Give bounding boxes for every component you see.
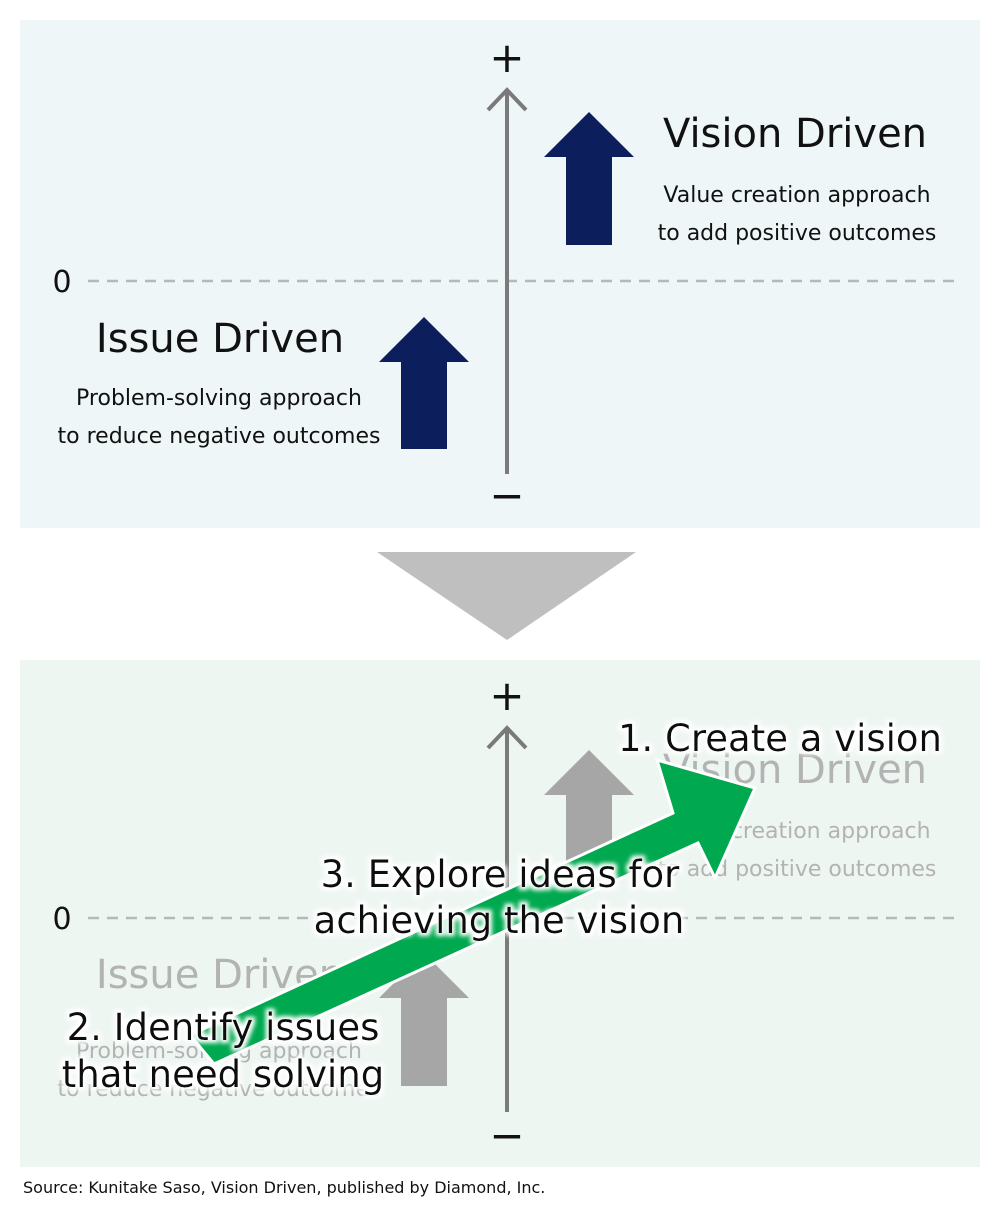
issue-up-arrow-icon [379,317,469,449]
bottom-diagram: + − 0 Vision Driven Value creation appro… [52,671,955,1160]
issue-driven-line2-faded: to reduce negative outcomes [58,1077,381,1102]
down-triangle-icon [377,552,636,640]
vision-driven-line1: Value creation approach [663,183,930,208]
issue-driven-title: Issue Driven [96,316,344,362]
top-diagram-panel [20,20,980,528]
step2-label-line2: that need solving [62,1053,384,1096]
source-caption: Source: Kunitake Saso, Vision Driven, pu… [23,1178,546,1197]
axis-plus-label: + [489,671,524,720]
top-diagram: + − 0 Vision Driven Value creation appro… [52,33,955,520]
zero-label: 0 [52,265,71,300]
axis-minus-label: − [489,471,524,520]
axis-arrowhead-icon [486,87,528,112]
zero-label: 0 [52,902,71,937]
issue-driven-line2: to reduce negative outcomes [58,424,381,449]
vision-up-arrow-icon [544,112,634,245]
vision-driven-line2: to add positive outcomes [658,221,937,246]
vision-driven-title: Vision Driven [663,111,927,157]
issue-up-arrow-faded-icon [379,953,469,1086]
issue-driven-line1: Problem-solving approach [76,386,362,411]
step1-label: 1. Create a vision [618,717,942,760]
axis-minus-label: − [489,1111,524,1160]
axis-arrowhead-icon [486,725,528,750]
step3-label-line1: 3. Explore ideas for [321,853,681,896]
step3-label-line2: achieving the vision [314,899,685,942]
vision-driven-line2-faded: to add positive outcomes [658,857,937,882]
axis-plus-label: + [489,33,524,82]
step2-label-line1: 2. Identify issues [67,1006,380,1049]
green-diagonal-arrow-icon [187,757,758,1066]
